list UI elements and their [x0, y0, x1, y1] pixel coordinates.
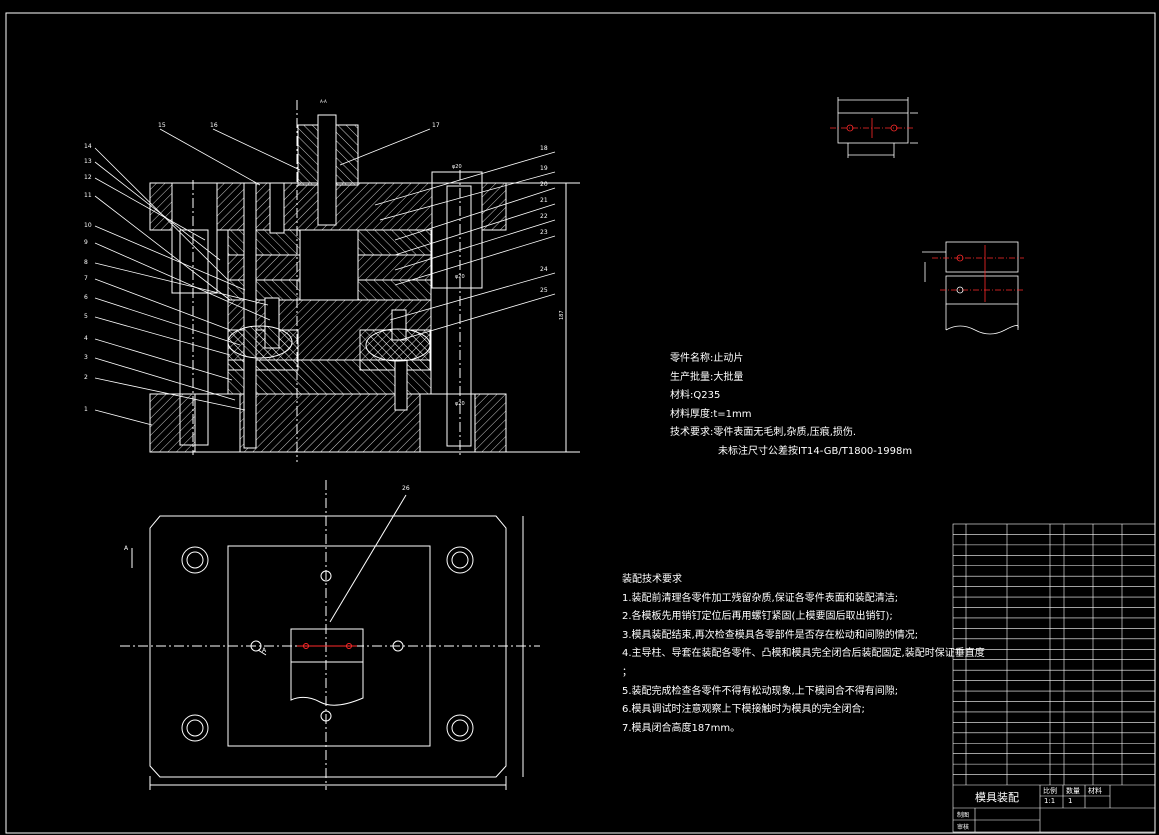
callout-26: 26 [402, 485, 410, 492]
title-block-quantity: 1 [1068, 797, 1073, 805]
callout-5: 5 [84, 313, 88, 320]
callout-12: 12 [84, 174, 92, 181]
callout-labels-top: 15 16 17 A-A [158, 99, 440, 129]
guide-pillar-left [179, 229, 209, 446]
svg-text:φ20: φ20 [452, 164, 462, 170]
callout-labels-right: 18 19 20 21 22 23 24 25 [540, 145, 548, 294]
assembly-req-item: 1.装配前清理各零件加工残留杂质,保证各零件表面和装配清洁; [622, 592, 899, 604]
part-name: 零件名称:止动片 [670, 353, 744, 364]
callout-16: 16 [210, 122, 218, 129]
callout-17: 17 [432, 122, 440, 129]
part-info-block: 零件名称:止动片 生产批量:大批量 材料:Q235 材料厚度:t=1mm 技术要… [670, 350, 912, 461]
title-block-drawn: 制图 [957, 812, 970, 819]
part-detail-top [830, 97, 918, 158]
part-tolerance: 未标注尺寸公差按IT14-GB/T1800-1998m [718, 445, 913, 457]
plan-view [120, 480, 540, 790]
assembly-req-item: 4.主导柱、导套在装配各零件、凸模和模具完全闭合后装配固定,装配时保证垂直度 [622, 648, 985, 660]
part-thickness: 材料厚度:t=1mm [670, 408, 752, 420]
part-detail-side [922, 241, 1024, 335]
svg-text:φ20: φ20 [455, 274, 465, 280]
plan-outline [149, 515, 507, 778]
assembly-req-item: 6.模具调试时注意观察上下模接触时为模具的完全闭合; [622, 704, 865, 716]
title-block-checked: 审核 [957, 824, 970, 831]
callout-3: 3 [84, 354, 88, 361]
callout-14: 14 [84, 143, 92, 150]
part-tech-req: 技术要求:零件表面无毛刺,杂质,压痕,损伤. [670, 427, 857, 438]
callout-21: 21 [540, 197, 548, 204]
callout-11: 11 [84, 192, 92, 199]
assembly-req-item: 5.装配完成检查各零件不得有松动现象,上下模间合不得有间隙; [622, 685, 899, 697]
callout-6: 6 [84, 294, 88, 301]
title-block-scale: 1:1 [1044, 797, 1056, 805]
section-callouts [94, 128, 556, 426]
svg-text:φ20: φ20 [455, 401, 465, 407]
bom-table [952, 523, 1156, 833]
callout-8: 8 [84, 259, 88, 266]
callout-4: 4 [84, 335, 88, 342]
section-mark-a-left: A [124, 545, 129, 552]
assembly-req-item: 7.模具闭合高度187mm。 [622, 722, 741, 734]
title-block-title: 模具装配 [975, 791, 1019, 804]
assembly-req-item: 2.各模板先用销钉定位后再用螺钉紧固(上模要固后取出销钉); [622, 611, 893, 623]
section-view: 187 φ20 φ20 φ20 [149, 100, 580, 462]
callout-25: 25 [540, 287, 548, 294]
section-mark-a-right: A [262, 647, 267, 654]
callout-1: 1 [84, 406, 88, 413]
callout-2: 2 [84, 374, 88, 381]
callout-24: 24 [540, 266, 548, 273]
title-block-header-qty: 数量 [1066, 787, 1080, 795]
drawing-border [5, 12, 1156, 834]
callout-19: 19 [540, 165, 548, 172]
callout-13: 13 [84, 158, 92, 165]
callout-22: 22 [540, 213, 548, 220]
title-block-header-material: 材料 [1088, 787, 1102, 795]
guide-pillar-right [446, 185, 472, 447]
svg-text:187: 187 [559, 310, 565, 320]
assembly-requirements: 装配技术要求 1.装配前清理各零件加工残留杂质,保证各零件表面和装配清洁; 2.… [622, 571, 985, 738]
part-material: 材料:Q235 [670, 390, 721, 401]
callout-15: 15 [158, 122, 166, 129]
callout-labels-left: 14 13 12 11 10 9 8 7 6 5 4 3 2 1 [84, 143, 92, 413]
assembly-req-title: 装配技术要求 [622, 574, 682, 585]
callout-18: 18 [540, 145, 548, 152]
callout-10: 10 [84, 222, 92, 229]
callout-23: 23 [540, 229, 548, 236]
top-small-label: A-A [320, 99, 327, 104]
callout-20: 20 [540, 181, 548, 188]
callout-9: 9 [84, 239, 88, 246]
part-batch: 生产批量:大批量 [670, 371, 744, 383]
assembly-req-item: ； [622, 666, 632, 678]
title-block-header-scale: 比例 [1043, 787, 1057, 795]
callout-7: 7 [84, 275, 88, 282]
assembly-req-item: 3.模具装配结束,再次检查模具各零部件是否存在松动和间隙的情况; [622, 629, 919, 641]
